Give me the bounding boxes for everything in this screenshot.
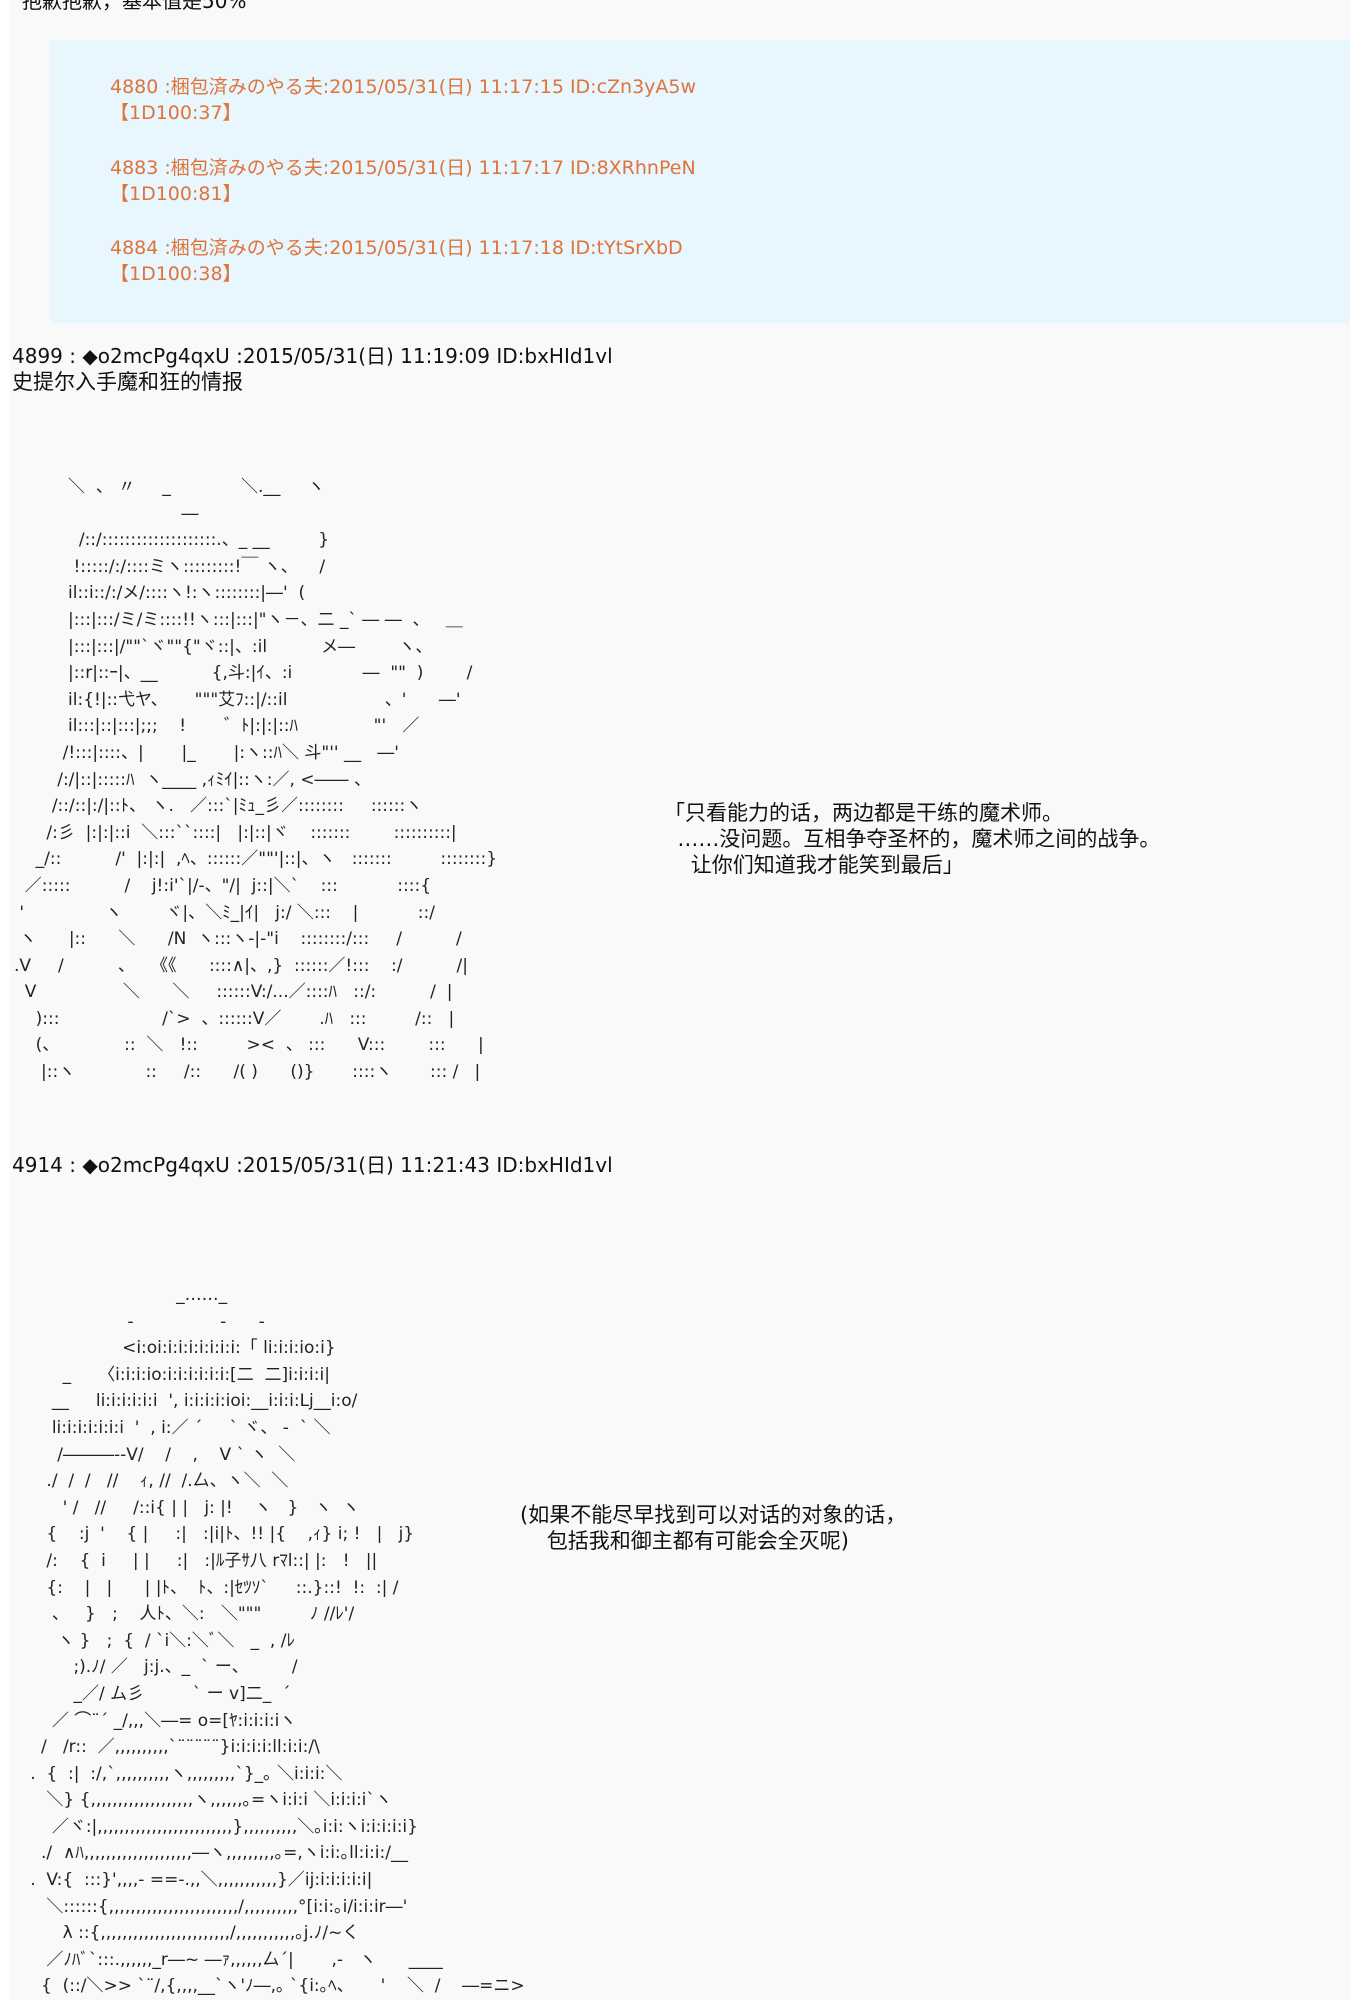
post-header-4899[interactable]: 4899 : ◆o2mcPg4qxU :2015/05/31(日) 11:19:… — [12, 344, 613, 368]
ascii-art-4899: ＼ 、 〃 _ ＼.__ ヽ ― /::/:::::::::::::::::::… — [14, 477, 498, 1083]
quoted-post-header-4884[interactable]: 4884 :梱包済みのやる夫:2015/05/31(日) 11:17:18 ID… — [110, 237, 683, 259]
previous-post-tail-text: 抱歉抱歉，基本值是50% — [22, 0, 247, 13]
quoted-post-body-4884: 【1D100:38】 — [110, 263, 242, 285]
thread-page — [10, 0, 1350, 2000]
post-header-4914[interactable]: 4914 : ◆o2mcPg4qxU :2015/05/31(日) 11:21:… — [12, 1153, 613, 1177]
quoted-post-header-4883[interactable]: 4883 :梱包済みのやる夫:2015/05/31(日) 11:17:17 ID… — [110, 157, 696, 179]
quoted-post-body-4880: 【1D100:37】 — [110, 102, 242, 124]
post-body-4899: 史提尔入手魔和狂的情报 — [12, 370, 243, 394]
ascii-art-4914: _……_ - - - <i:oi:i:i:i:i:i:i:i:「 li:i:i:… — [30, 1285, 525, 1997]
speech-text-4899: 「只看能力的话，两边都是干练的魔术师。 ……没问题。互相争夺圣杯的，魔术师之间的… — [664, 801, 1161, 877]
speech-text-4914: (如果不能尽早找到可以对话的对象的话， 包括我和御主都有可能会全灭呢) — [520, 1503, 907, 1553]
dice-roll-quote-box — [50, 40, 1350, 323]
quoted-post-body-4883: 【1D100:81】 — [110, 183, 242, 205]
quoted-post-header-4880[interactable]: 4880 :梱包済みのやる夫:2015/05/31(日) 11:17:15 ID… — [110, 76, 697, 98]
